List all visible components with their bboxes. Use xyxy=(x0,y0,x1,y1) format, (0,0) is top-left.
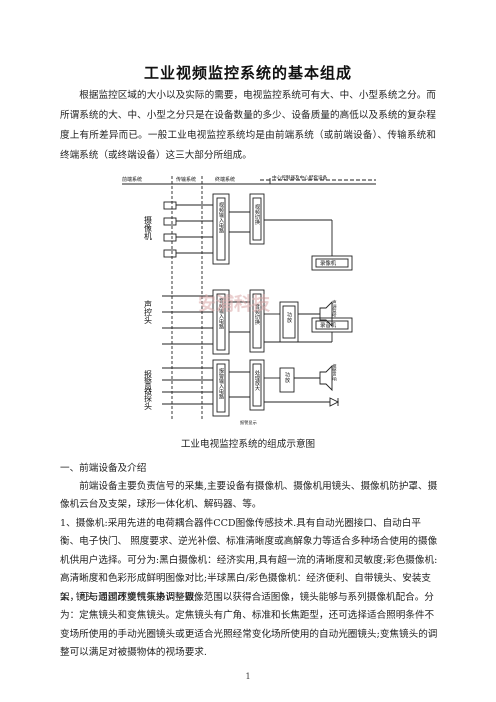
diagram-caption: 工业电视监控系统的组成示意图 xyxy=(180,439,316,450)
header-term: 终端系统 xyxy=(215,176,235,183)
label-alarm: 报警器探头 xyxy=(144,369,153,411)
header-front: 前端系统 xyxy=(122,176,142,183)
section-lens-wrap: 2、镜头:通过改变镜头来调整摄像范围以获得合适图像，镜头能够与系列摄像机配合。分… xyxy=(60,589,440,663)
label-video-switch: 视频切换 xyxy=(254,203,260,227)
label-process: 处理放大 xyxy=(254,369,260,393)
watermark-text: 安浦科技 xyxy=(198,293,271,315)
label-speaker: 声源监听 xyxy=(332,299,338,319)
label-alarm-in: 报警输入电路 xyxy=(218,367,224,401)
page-title: 工业视频监控系统的基本组成 xyxy=(143,64,352,82)
label-camera: 摄像机 xyxy=(144,216,153,241)
section-camera-wrap: 1、摄像机:采用先进的电荷耦合器件CCD图像传感技术.具有自动光圈接口、自动白平… xyxy=(60,515,440,607)
label-mic: 声控头 xyxy=(144,299,153,325)
header-trans: 传输系统 xyxy=(176,176,196,183)
page-number: 1 xyxy=(245,672,251,681)
intro-paragraph: 根据监控区域的大小以及实际的需要，电视监控系统可有大、中、小型系统之分。而所谓系… xyxy=(60,86,436,166)
section-lens: 2、镜头:通过改变镜头来调整摄像范围以获得合适图像，镜头能够与系列摄像机配合。分… xyxy=(60,592,438,659)
label-alarm-speaker: 报警声响 xyxy=(332,363,338,383)
label-video-in: 视频输入电路 xyxy=(218,201,224,235)
label-recorder: 录像机 xyxy=(320,259,337,267)
label-amp2: 功放 xyxy=(284,371,290,384)
section-heading-wrap: 一、前端设备及介绍 xyxy=(60,460,440,478)
label-audio-in: 音频输入电路 xyxy=(218,297,224,331)
label-amp1: 功放 xyxy=(286,311,292,324)
label-alarm-display: 报警显示 xyxy=(240,419,257,426)
intro-text: 根据监控区域的大小以及实际的需要，电视监控系统可有大、中、小型系统之分。而所谓系… xyxy=(60,90,436,161)
header-center: 中心控制器及中心配套设备 xyxy=(272,174,328,181)
section-intro-wrap: 前端设备主要负责信号的采集,主要设备有摄像机、摄像机用镜头、摄像机防护罩、摄像机… xyxy=(60,478,440,515)
label-sound-recorder: 录音机 xyxy=(320,321,337,329)
section-heading: 一、前端设备及介绍 xyxy=(60,463,147,474)
section-camera: 1、摄像机:采用先进的电荷耦合器件CCD图像传感技术.具有自动光圈接口、自动白平… xyxy=(60,518,438,603)
system-diagram: 前端系统 传输系统 终端系统 中心控制器及中心配套设备 摄像机 声控头 报警器探… xyxy=(122,174,376,426)
label-audio-switch: 音频切换 xyxy=(254,303,260,327)
section-intro: 前端设备主要负责信号的采集,主要设备有摄像机、摄像机用镜头、摄像机防护罩、摄像机… xyxy=(60,481,438,511)
